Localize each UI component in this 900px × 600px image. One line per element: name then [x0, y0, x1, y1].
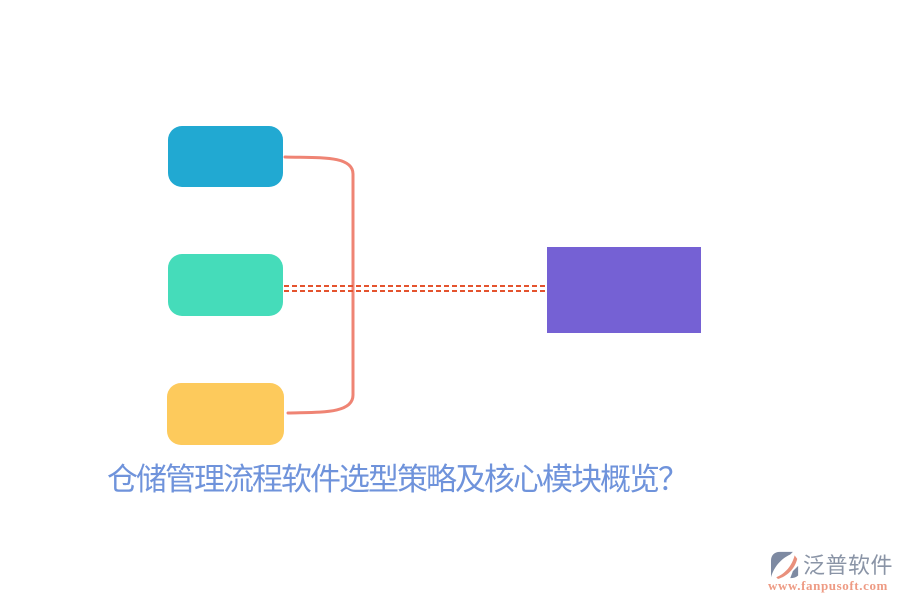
- branch-node-middle: [168, 254, 283, 316]
- diagram-title: 仓储管理流程软件选型策略及核心模块概览？: [107, 462, 689, 497]
- root-node: [547, 247, 701, 333]
- dashed-link-row: [284, 285, 547, 287]
- brand-name: 泛普软件: [803, 553, 894, 578]
- dashed-link-row: [284, 290, 547, 292]
- bracket-connector: [283, 155, 355, 415]
- brand-logo: 泛普软件 www.fanpusoft.com: [766, 548, 896, 594]
- branch-node-bottom: [167, 383, 284, 445]
- fanpu-logo-icon: [771, 551, 799, 579]
- dashed-link: [284, 285, 547, 293]
- brand-url: www.fanpusoft.com: [768, 578, 888, 593]
- branch-node-top: [168, 126, 283, 187]
